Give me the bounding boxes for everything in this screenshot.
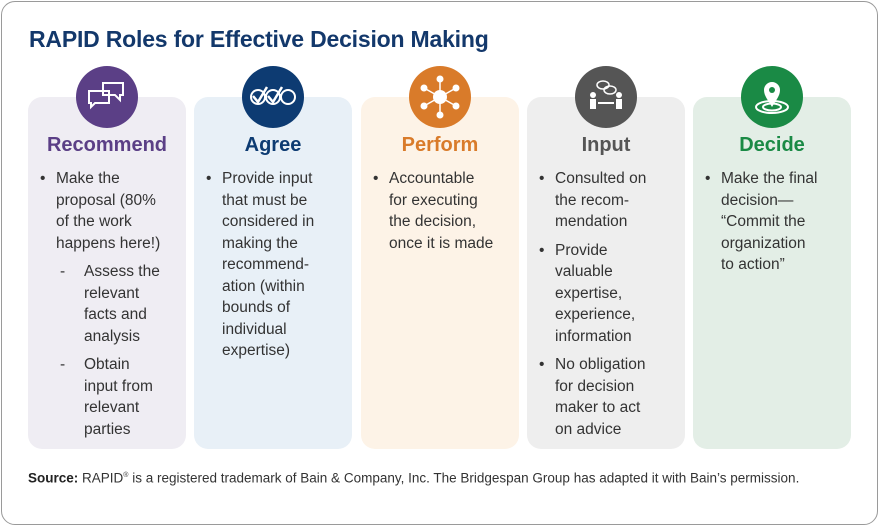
source-note: Source: RAPID® is a registered trademark… [28,470,800,486]
bullet-item: Obtain input from relevant parties [38,354,160,440]
role-bullets-perform: Accountable for executing the decision, … [371,168,493,261]
role-title-decide: Decide [739,134,805,156]
bullet-item: Provide input that must be considered in… [204,168,314,362]
page-title: RAPID Roles for Effective Decision Makin… [29,26,489,52]
role-title-agree: Agree [244,134,302,156]
role-title-perform: Perform [401,134,479,156]
card-perform [361,97,519,449]
checkmarks-icon [242,66,304,128]
bullet-item: Provide valuable expertise, experience, … [537,240,646,348]
people-conversation-icon [575,66,637,128]
role-bullets-decide: Make the final decision— “Commit the org… [703,168,818,283]
role-bullets-agree: Provide input that must be considered in… [204,168,314,369]
bullet-item: Consulted on the recom- mendation [537,168,646,233]
role-title-recommend: Recommend [46,134,168,156]
role-bullets-recommend: Make the proposal (80% of the work happe… [38,168,160,447]
bullet-item: No obligation for decision maker to act … [537,354,646,440]
speech-bubbles-icon [76,66,138,128]
bullet-item: Make the final decision— “Commit the org… [703,168,818,276]
role-title-input: Input [581,134,631,156]
network-hub-icon [409,66,471,128]
bullet-item: Accountable for executing the decision, … [371,168,493,254]
role-bullets-input: Consulted on the recom- mendationProvide… [537,168,646,447]
bullet-item: Make the proposal (80% of the work happe… [38,168,160,254]
bullet-item: Assess the relevant facts and analysis [38,261,160,347]
location-target-icon [741,66,803,128]
